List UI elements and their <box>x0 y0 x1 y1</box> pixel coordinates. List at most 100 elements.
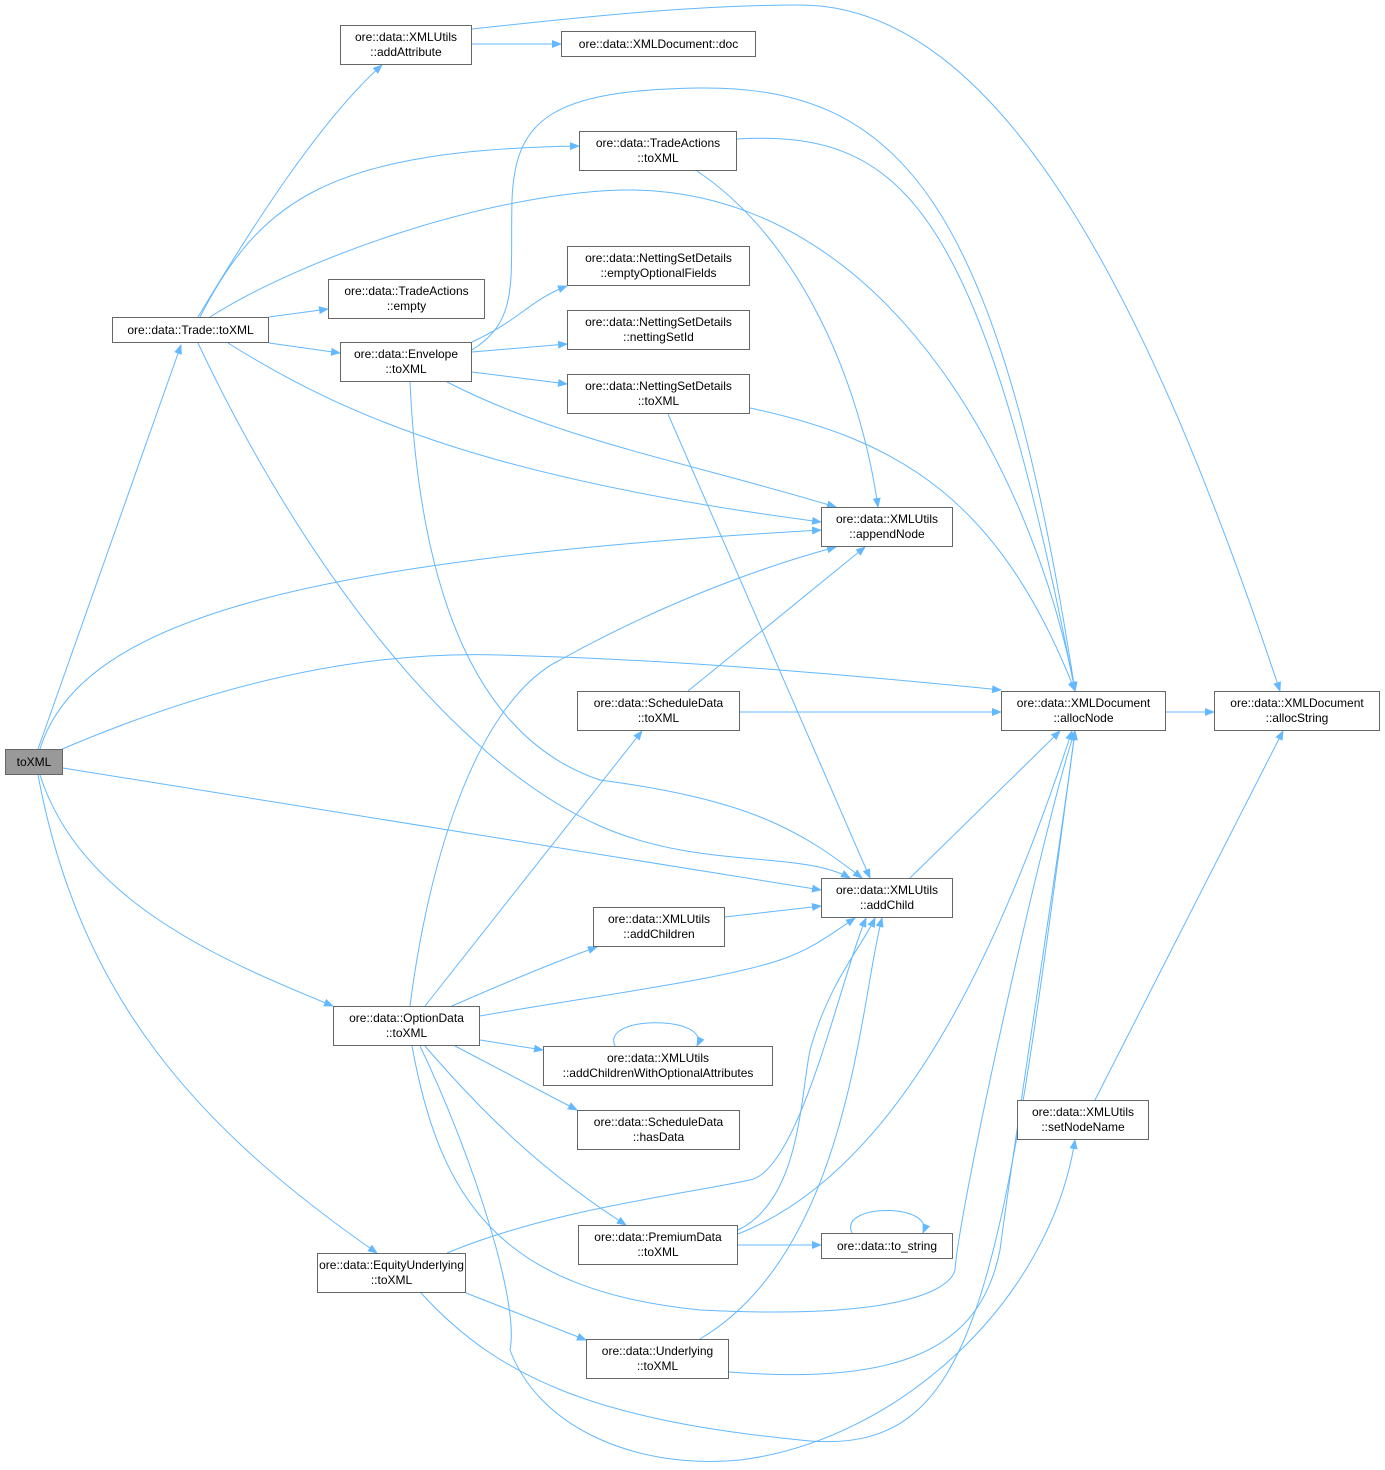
node-label: ore::data::Underlying <box>601 1344 714 1358</box>
node-envelope-toxml[interactable]: ore::data::Envelope::toXML <box>340 342 472 382</box>
node-label: ore::data::EquityUnderlying <box>319 1258 464 1272</box>
node-label: ::toXML <box>637 711 680 725</box>
edge-envelope-nettingsetid <box>471 340 568 353</box>
edge-trade-envelope <box>268 342 341 356</box>
node-equityunderlying-toxml[interactable]: ore::data::EquityUnderlying::toXML <box>317 1253 466 1293</box>
edge-scheduledata-appendnode <box>687 546 866 692</box>
node-label: toXML <box>16 754 52 769</box>
edge-optiondata-addchild <box>479 917 856 1017</box>
node-add-children[interactable]: ore::data::XMLUtils::addChildren <box>593 907 725 947</box>
edge-premiumdata-allocnode <box>737 730 1073 1235</box>
edge-optiondata-addchildren <box>451 946 598 1007</box>
edge-envelope-addchild <box>409 381 863 879</box>
node-label: ore::data::XMLUtils <box>606 1051 710 1065</box>
node-label: ::toXML <box>385 1026 428 1040</box>
node-label: ore::data::XMLUtils <box>835 512 939 526</box>
node-set-node-name[interactable]: ore::data::XMLUtils::setNodeName <box>1017 1100 1149 1140</box>
node-nsd-toxml[interactable]: ore::data::NettingSetDetails::toXML <box>567 374 750 414</box>
node-label: ore::data::ScheduleData <box>593 1115 724 1129</box>
node-label: ::toXML <box>637 394 680 408</box>
node-label: ::appendNode <box>849 527 925 541</box>
edge-root-appendnode <box>39 526 822 750</box>
node-add-children-optional-attributes[interactable]: ore::data::XMLUtils::addChildrenWithOpti… <box>543 1046 773 1086</box>
edge-trade-allocnode <box>209 189 1078 692</box>
node-to-string[interactable]: ore::data::to_string <box>821 1233 953 1259</box>
edge-optiondata-hasdata <box>454 1045 578 1111</box>
edge-optiondata-setnodename <box>419 1045 1078 1462</box>
node-label: ::addAttribute <box>370 45 442 59</box>
edge-root-trade <box>37 344 182 750</box>
edge-nsd-addchild <box>667 413 871 879</box>
node-label: ore::data::Trade::toXML <box>127 322 254 337</box>
edge-addattribute-allocstring <box>471 4 1281 692</box>
edge-envelope-nsd-toxml <box>471 371 568 387</box>
edge-root-allocnode <box>59 654 1002 751</box>
node-alloc-string[interactable]: ore::data::XMLDocument::allocString <box>1214 691 1380 731</box>
node-label: ore::data::XMLUtils <box>354 30 458 44</box>
node-alloc-node[interactable]: ore::data::XMLDocument::allocNode <box>1001 691 1166 731</box>
edge-envelope-allocnode <box>471 87 1078 692</box>
node-underlying-toxml[interactable]: ore::data::Underlying::toXML <box>586 1339 729 1379</box>
node-label: ore::data::XMLDocument::doc <box>578 36 739 51</box>
node-tradeactions-empty[interactable]: ore::data::TradeActions::empty <box>328 279 485 319</box>
edge-envelope-emptyoptional <box>471 285 568 343</box>
edge-trade-addchild <box>197 342 851 879</box>
node-label: ::toXML <box>636 1359 679 1373</box>
edge-equityunderlying-underlying <box>465 1292 587 1341</box>
node-label: ore::data::ScheduleData <box>593 696 724 710</box>
node-root-toxml[interactable]: toXML <box>5 749 63 775</box>
node-scheduledata-toxml[interactable]: ore::data::ScheduleData::toXML <box>577 691 740 731</box>
node-nsd-empty-optional-fields[interactable]: ore::data::NettingSetDetails::emptyOptio… <box>567 246 750 286</box>
edge-envelope-appendnode <box>446 381 837 509</box>
edge-tradeactions-allocnode <box>736 137 1078 692</box>
node-trade-toxml[interactable]: ore::data::Trade::toXML <box>112 317 269 343</box>
node-label: ore::data::Envelope <box>353 347 459 361</box>
edge-premiumdata-addchild <box>737 917 876 1231</box>
node-label: ore::data::XMLUtils <box>1031 1105 1135 1119</box>
edge-addchildren-addchild <box>724 903 822 918</box>
edge-root-optiondata <box>39 774 334 1007</box>
edge-underlying-allocnode <box>728 730 1078 1376</box>
edge-trade-tradeactions-toxml <box>199 142 580 318</box>
edge-root-equityunderlying <box>37 774 378 1254</box>
node-label: ::allocNode <box>1053 711 1114 725</box>
node-add-attribute[interactable]: ore::data::XMLUtils::addAttribute <box>340 25 472 65</box>
node-label: ::toXML <box>370 1273 413 1287</box>
node-append-node[interactable]: ore::data::XMLUtils::appendNode <box>821 507 953 547</box>
node-label: ::addChild <box>859 898 915 912</box>
node-label: ore::data::TradeActions <box>595 136 721 150</box>
edge-equityunderlying-addchild <box>446 917 867 1254</box>
node-doc[interactable]: ore::data::XMLDocument::doc <box>561 31 756 57</box>
node-label: ore::data::PremiumData <box>594 1230 722 1244</box>
node-add-child[interactable]: ore::data::XMLUtils::addChild <box>821 878 953 918</box>
node-label: ore::data::XMLUtils <box>607 912 711 926</box>
node-label: ::setNodeName <box>1041 1120 1125 1134</box>
node-scheduledata-hasdata[interactable]: ore::data::ScheduleData::hasData <box>577 1110 740 1150</box>
node-label: ore::data::XMLDocument <box>1016 696 1151 710</box>
node-label: ore::data::OptionData <box>349 1011 464 1025</box>
edge-addchildrenopt-self <box>613 1022 705 1047</box>
node-label: ore::data::NettingSetDetails <box>585 379 732 393</box>
node-nsd-nettingsetid[interactable]: ore::data::NettingSetDetails::nettingSet… <box>567 310 750 350</box>
node-label: ore::data::to_string <box>836 1238 938 1253</box>
edge-tradeactions-appendnode <box>696 170 881 508</box>
node-label: ore::data::TradeActions <box>344 284 469 298</box>
node-label: ore::data::XMLUtils <box>835 883 939 897</box>
node-label: ::addChildren <box>623 927 695 941</box>
node-label: ::addChildrenWithOptionalAttributes <box>562 1066 754 1080</box>
edge-setnodename-allocstring <box>1094 730 1284 1101</box>
edge-root-addchild <box>62 767 822 893</box>
node-premiumdata-toxml[interactable]: ore::data::PremiumData::toXML <box>578 1225 738 1265</box>
node-label: ore::data::NettingSetDetails <box>585 251 732 265</box>
edge-tostring-self <box>850 1210 931 1234</box>
node-label: ::empty <box>386 299 427 313</box>
node-tradeactions-toxml[interactable]: ore::data::TradeActions::toXML <box>579 131 737 171</box>
node-optiondata-toxml[interactable]: ore::data::OptionData::toXML <box>333 1006 480 1046</box>
node-label: ::allocString <box>1265 711 1329 725</box>
node-label: ::emptyOptionalFields <box>600 266 717 280</box>
node-label: ore::data::NettingSetDetails <box>585 315 732 329</box>
edge-optiondata-addchildrenopt <box>479 1039 544 1053</box>
node-label: ore::data::XMLDocument <box>1230 696 1364 710</box>
edge-optiondata-premiumdata <box>424 1045 627 1226</box>
